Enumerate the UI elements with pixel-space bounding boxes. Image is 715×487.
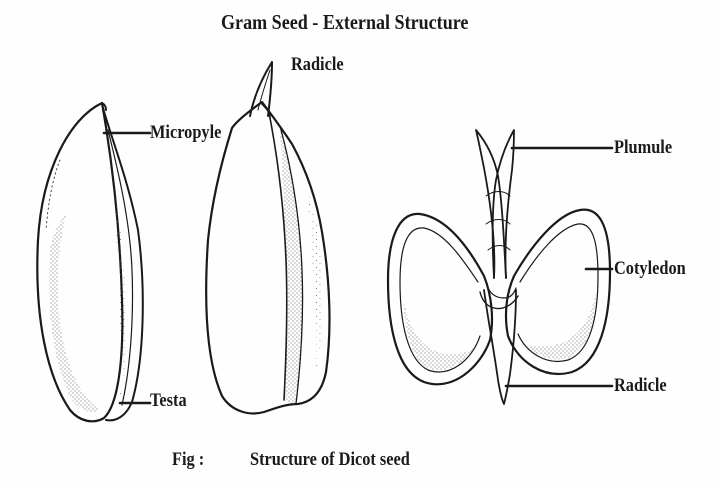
seed-side-view — [37, 103, 142, 421]
plumule — [476, 130, 506, 278]
caption-text: Structure of Dicot seed — [250, 450, 410, 469]
caption-prefix: Fig : — [172, 450, 204, 469]
label-plumule: Plumule — [614, 138, 672, 157]
figure-title: Gram Seed - External Structure — [221, 12, 468, 33]
label-radicle-lower: Radicle — [614, 376, 667, 395]
seed-front-body — [206, 102, 329, 413]
label-cotyledon: Cotyledon — [614, 259, 686, 278]
label-testa: Testa — [150, 391, 187, 410]
seed-opened-view — [388, 130, 610, 404]
label-radicle-top: Radicle — [291, 55, 344, 74]
seed-front-view — [206, 62, 329, 413]
label-micropyle: Micropyle — [150, 123, 221, 142]
